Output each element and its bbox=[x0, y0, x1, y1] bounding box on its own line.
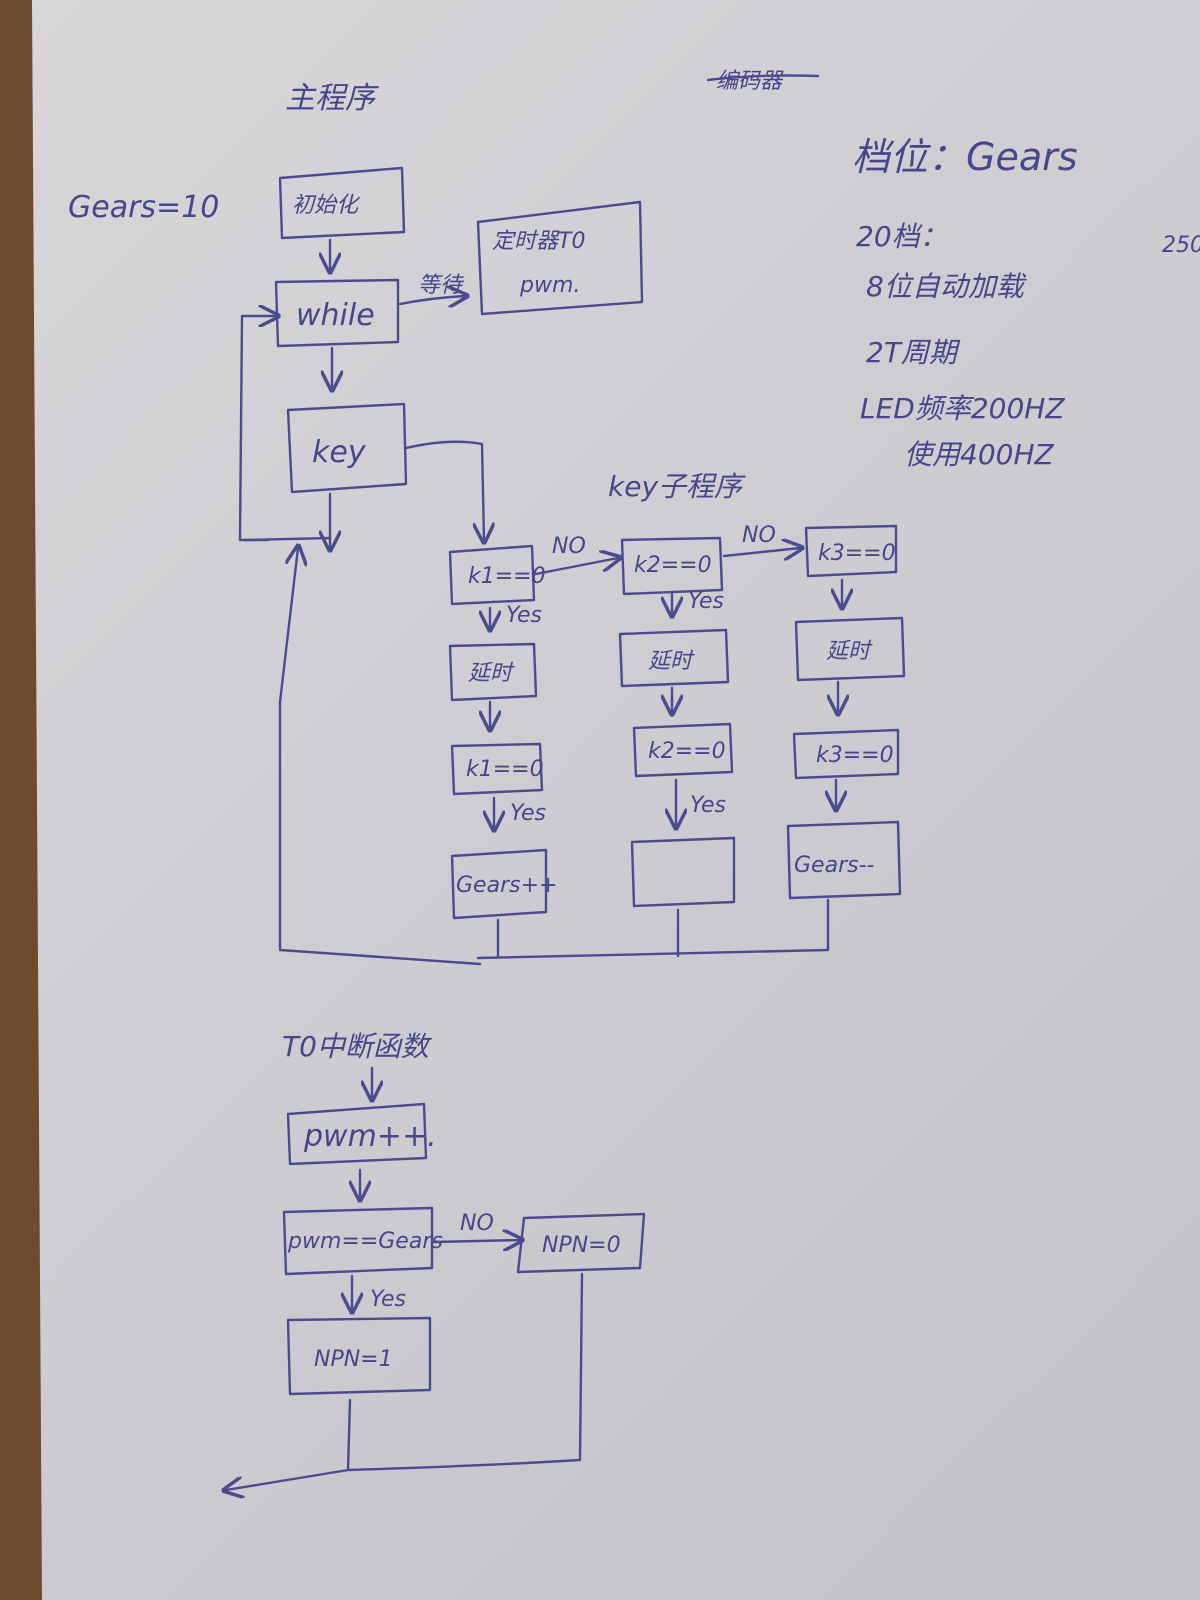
while-loop-box: while bbox=[274, 278, 400, 348]
notes-line-4: LED频率200HZ bbox=[860, 392, 1065, 425]
gears-increment-box: Gears++ bbox=[450, 848, 557, 920]
notes-heading: 档位：Gears bbox=[852, 135, 1078, 179]
no-label-1: NO bbox=[552, 534, 586, 559]
k1-recheck-box: k1==0 bbox=[450, 742, 544, 796]
delay-box-3: 延时 bbox=[794, 616, 906, 682]
npn-zero-box: NPN=0 bbox=[516, 1212, 646, 1274]
isr-exit-arrow bbox=[226, 1272, 584, 1490]
k3-check-box: k3==0 bbox=[804, 524, 898, 578]
svg-text:pwm.: pwm. bbox=[519, 273, 580, 298]
svg-text:k1==0: k1==0 bbox=[468, 564, 546, 589]
main-program-title: 主程序 bbox=[285, 81, 379, 116]
notes-line-3: 2T周期 bbox=[866, 336, 961, 369]
svg-text:初始化: 初始化 bbox=[292, 193, 361, 218]
isr-title: T0中断函数 bbox=[282, 1030, 433, 1063]
pwm-compare-box: pwm==Gears bbox=[282, 1206, 443, 1276]
svg-text:NPN=0: NPN=0 bbox=[542, 1233, 621, 1258]
svg-text:key: key bbox=[312, 435, 367, 470]
svg-text:编码器: 编码器 bbox=[716, 69, 784, 94]
svg-text:延时: 延时 bbox=[648, 649, 695, 674]
svg-text:k3==0: k3==0 bbox=[816, 743, 894, 768]
isr-yes-label: Yes bbox=[370, 1287, 406, 1312]
svg-text:pwm==Gears: pwm==Gears bbox=[287, 1229, 443, 1254]
arrow-k2-no bbox=[722, 548, 800, 556]
notes-line-2: 8位自动加载 bbox=[866, 270, 1027, 303]
svg-text:k2==0: k2==0 bbox=[648, 739, 726, 764]
init-box: 初始化 bbox=[278, 166, 406, 240]
notes-line-5: 使用400HZ bbox=[904, 438, 1054, 471]
bottom-merge-line bbox=[476, 948, 830, 960]
svg-text:延时: 延时 bbox=[468, 661, 515, 686]
key-box: key bbox=[286, 402, 408, 494]
k2-check-box: k2==0 bbox=[620, 536, 724, 596]
timer-box: 定时器T0 pwm. bbox=[476, 200, 644, 316]
isr-no-label: NO bbox=[460, 1211, 494, 1236]
gears-initial-value: Gears=10 bbox=[68, 190, 219, 225]
crossed-out-note: 编码器 bbox=[706, 69, 820, 94]
svg-text:Gears--: Gears-- bbox=[794, 853, 875, 878]
svg-text:k2==0: k2==0 bbox=[634, 553, 712, 578]
yes-label-2: Yes bbox=[688, 589, 724, 614]
svg-text:定时器T0: 定时器T0 bbox=[492, 229, 585, 254]
delay-box-2: 延时 bbox=[618, 628, 730, 688]
wait-label: 等待 bbox=[418, 273, 465, 298]
gears-notes: 档位：Gears 20档： 8位自动加载 2T周期 LED频率200HZ 使用4… bbox=[852, 135, 1200, 471]
arrow-key-to-subroutine bbox=[404, 440, 484, 540]
svg-text:k3==0: k3==0 bbox=[818, 541, 896, 566]
npn-one-box: NPN=1 bbox=[286, 1316, 432, 1396]
k2-recheck-box: k2==0 bbox=[632, 722, 734, 778]
notes-margin-cut: 250 bbox=[1162, 233, 1200, 258]
return-to-main-loop bbox=[278, 548, 482, 966]
loop-bottom-line bbox=[243, 536, 332, 542]
svg-text:延时: 延时 bbox=[826, 639, 873, 664]
loop-back-line bbox=[238, 316, 276, 542]
npn-one-exit-line bbox=[346, 1398, 352, 1472]
yes-label-1: Yes bbox=[506, 603, 542, 628]
svg-text:while: while bbox=[296, 298, 375, 333]
notes-line-1: 20档： bbox=[856, 220, 948, 253]
svg-text:NPN=1: NPN=1 bbox=[314, 1347, 393, 1372]
gears-decrement-box: Gears-- bbox=[786, 820, 902, 900]
svg-text:pwm++.: pwm++. bbox=[303, 1119, 437, 1154]
svg-text:Gears++: Gears++ bbox=[456, 873, 557, 898]
no-label-2: NO bbox=[742, 523, 776, 548]
arrow-compare-no bbox=[432, 1240, 520, 1242]
delay-box-1: 延时 bbox=[448, 642, 538, 702]
arrow-while-to-timer bbox=[398, 296, 465, 304]
k1-check-box: k1==0 bbox=[448, 544, 546, 606]
pwm-increment-box: pwm++. bbox=[286, 1102, 437, 1166]
svg-text:k1==0: k1==0 bbox=[466, 757, 544, 782]
key-subroutine-title: key子程序 bbox=[608, 470, 746, 503]
k3-recheck-box: k3==0 bbox=[792, 728, 900, 780]
yes-label-3: Yes bbox=[510, 801, 546, 826]
yes-label-4: Yes bbox=[690, 793, 726, 818]
k2-action-box bbox=[630, 836, 736, 908]
arrow-k1-no bbox=[534, 558, 618, 576]
